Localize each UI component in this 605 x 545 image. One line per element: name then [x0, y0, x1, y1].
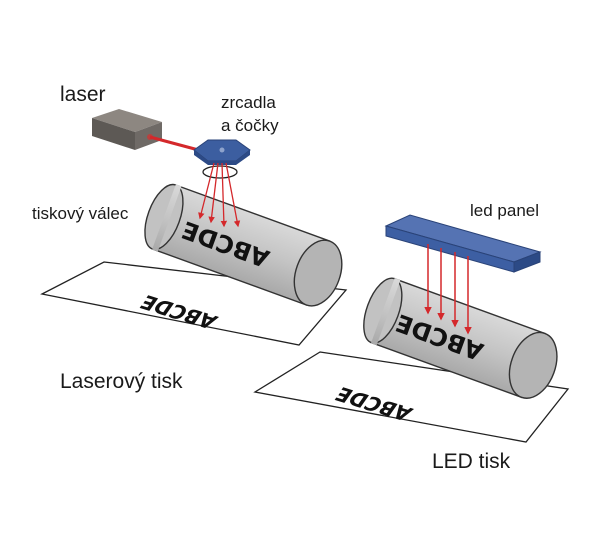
lens-ring — [202, 165, 238, 179]
label-mirrors-line2: a čočky — [221, 116, 279, 135]
led-panel — [384, 214, 542, 273]
label-mirrors-line1: zrcadla — [221, 93, 276, 112]
drum-left — [144, 183, 343, 307]
led-beams — [424, 244, 472, 335]
led-print-group: ABCDE ABCDE led panel LED tisk — [253, 201, 570, 473]
mirrors-and-lenses — [193, 139, 251, 179]
label-laser-print: Laserový tisk — [60, 370, 183, 393]
laser-print-group: ABCDE ABCDE — [32, 83, 348, 393]
drum-right — [363, 277, 558, 399]
scan-beams — [198, 162, 241, 228]
label-laser: laser — [60, 83, 106, 106]
laser-source — [92, 109, 162, 150]
label-led-panel: led panel — [470, 201, 539, 220]
label-led-print: LED tisk — [432, 450, 511, 473]
label-drum: tiskový válec — [32, 204, 129, 223]
